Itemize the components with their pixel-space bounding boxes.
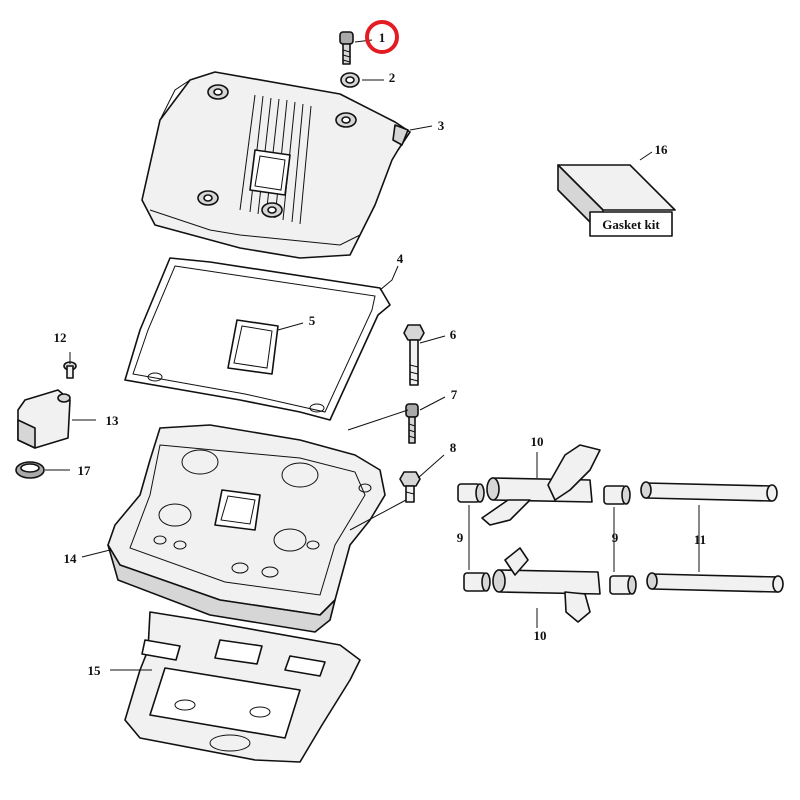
callout-10-lower[interactable]: 10 [534,628,547,643]
part-10-rocker-arm-lower[interactable] [492,547,601,623]
highlight-circle [365,20,399,54]
part-2-washer[interactable] [340,72,360,88]
callout-17[interactable]: 17 [78,463,92,478]
gasket-kit-label: Gasket kit [602,217,660,232]
leader-lines [45,39,700,671]
gasket-kit-box[interactable]: Gasket kit [557,164,676,237]
part-7-bolt[interactable] [405,403,419,444]
callout-numbers: 1 2 3 4 5 6 7 8 9 9 10 10 11 12 13 14 15… [54,20,706,678]
callout-16[interactable]: 16 [655,142,669,157]
part-17-grommet[interactable] [15,461,45,479]
part-13-breather-cap[interactable] [17,389,71,449]
callout-1[interactable]: 1 [379,30,386,45]
part-9-bushings[interactable] [457,483,637,595]
callout-6[interactable]: 6 [450,327,457,342]
part-6-long-bolt[interactable] [403,324,425,386]
part-11-rocker-shafts[interactable] [640,481,784,593]
callout-7[interactable]: 7 [451,387,458,402]
callout-11[interactable]: 11 [694,532,706,547]
callout-9-upper[interactable]: 9 [457,530,464,545]
callout-12[interactable]: 12 [54,330,67,345]
part-15-base-gasket[interactable] [124,611,361,763]
part-10-rocker-arm-upper[interactable] [481,444,601,526]
callout-5[interactable]: 5 [309,313,316,328]
part-4-cover-gasket[interactable] [124,257,391,421]
callout-3[interactable]: 3 [438,118,445,133]
callout-10-upper[interactable]: 10 [531,434,544,449]
callout-4[interactable]: 4 [397,251,404,266]
callout-2[interactable]: 2 [389,70,396,85]
part-5-window-gasket[interactable] [227,319,279,375]
part-8-short-bolt[interactable] [399,471,421,503]
part-12-small-screw[interactable] [63,361,77,379]
callout-9-right[interactable]: 9 [612,530,619,545]
callout-14[interactable]: 14 [64,551,78,566]
part-1-screw[interactable] [339,31,354,65]
part-3-rocker-cover[interactable] [141,71,411,259]
callout-13[interactable]: 13 [106,413,120,428]
callout-8[interactable]: 8 [450,440,457,455]
part-14-rocker-housing[interactable] [107,424,386,633]
callout-15[interactable]: 15 [88,663,102,678]
